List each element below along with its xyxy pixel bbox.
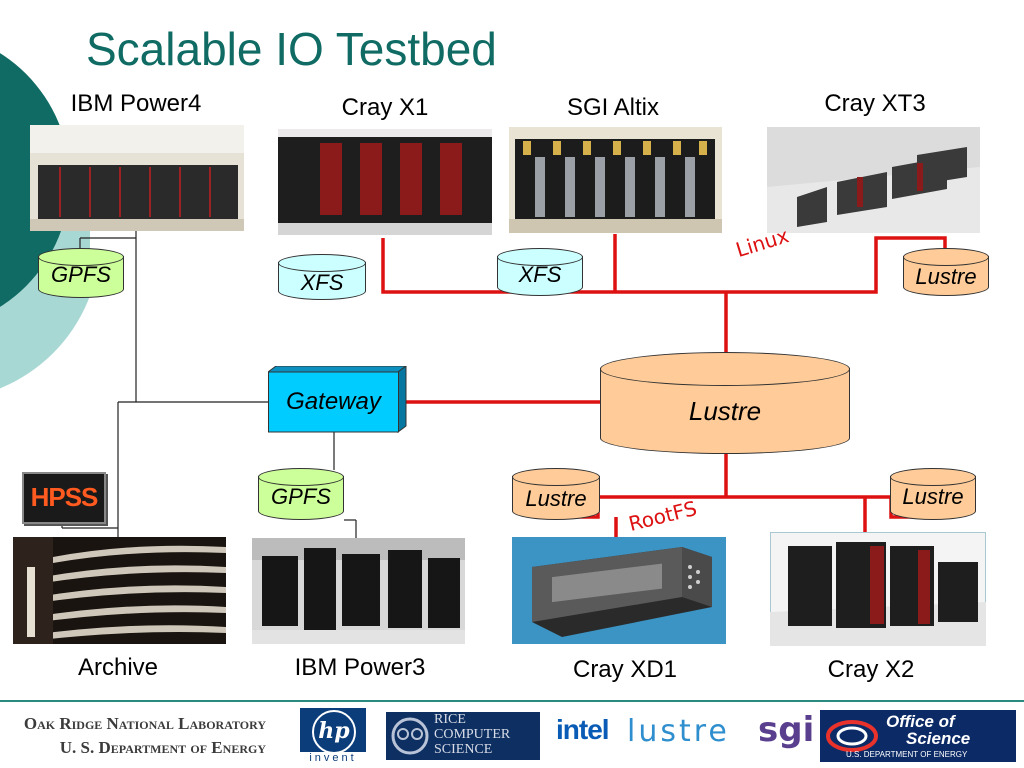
- office-of-science-logo: Office of Science U.S. DEPARTMENT OF ENE…: [820, 710, 1016, 762]
- gpfs-label: GPFS: [271, 484, 331, 509]
- lustre-logo: lustre: [627, 714, 730, 749]
- science-swirl-icon: [826, 720, 878, 752]
- label-cray-x1: Cray X1: [341, 94, 429, 121]
- label-cray-x2: Cray X2: [827, 656, 915, 683]
- oos-line3: U.S. DEPARTMENT OF ENERGY: [846, 750, 968, 759]
- gpfs-label: GPFS: [51, 262, 111, 287]
- ibm-power4-photo: [30, 125, 244, 231]
- oos-line2: Science: [906, 729, 971, 748]
- hpss-label: HPSS: [30, 482, 99, 512]
- sgi-logo: sgi: [758, 710, 815, 750]
- connection-lines: [61, 231, 947, 540]
- cray-x1-photo: [278, 129, 492, 235]
- lustre-drum-x2: Lustre: [890, 468, 976, 520]
- archive-photo: [13, 537, 226, 644]
- intel-logo: intel: [556, 714, 610, 745]
- oos-line1: Office of: [886, 712, 955, 731]
- xfs-label: XFS: [300, 270, 344, 295]
- sgi-altix-photo: [509, 127, 722, 233]
- lustre-drum-xt3: Lustre: [903, 248, 989, 296]
- label-cray-xd1: Cray XD1: [572, 656, 678, 683]
- doe-name: U. S. Department of Energy: [59, 738, 266, 757]
- xfs-drum-altix: XFS: [497, 248, 583, 296]
- label-archive: Archive: [77, 654, 159, 681]
- rice-line1: RICE: [434, 712, 466, 727]
- label-cray-xt3: Cray XT3: [824, 90, 926, 117]
- lustre-label: Lustre: [915, 264, 977, 289]
- cray-x2-photo: [770, 532, 986, 646]
- lustre-center-label: Lustre: [688, 396, 762, 426]
- gpfs-drum-gateway: GPFS: [258, 468, 344, 520]
- rice-line3: SCIENCE: [434, 742, 493, 757]
- ibm-power3-photo: [252, 538, 465, 644]
- label-ibm-power3: IBM Power3: [294, 654, 426, 681]
- gpfs-drum-power4: GPFS: [38, 248, 124, 298]
- rice-logo: RICE COMPUTER SCIENCE: [386, 712, 540, 760]
- gateway-box-shape: [268, 366, 407, 433]
- lustre-label: Lustre: [525, 486, 587, 511]
- ornl-name: Oak Ridge National Laboratory: [23, 714, 266, 733]
- label-sgi-altix: SGI Altix: [566, 94, 660, 121]
- cray-xt3-photo: [767, 127, 980, 233]
- footer-divider: [0, 700, 1024, 702]
- page-title: Scalable IO Testbed: [86, 23, 497, 75]
- cray-xd1-photo: [512, 537, 726, 644]
- lustre-label: Lustre: [902, 484, 964, 509]
- rice-line2: COMPUTER: [434, 727, 511, 742]
- xfs-drum-x1: XFS: [278, 254, 366, 300]
- xfs-label: XFS: [518, 262, 562, 287]
- gateway-label: Gateway: [286, 388, 381, 415]
- rice-owl-icon: [391, 717, 429, 755]
- label-ibm-power4: IBM Power4: [70, 90, 202, 117]
- hpss-logo: HPSS: [22, 472, 106, 524]
- lustre-drum-center: Lustre: [600, 352, 850, 454]
- lustre-drum-xd1: Lustre: [512, 468, 600, 520]
- hp-logo: hp invent: [300, 708, 366, 766]
- hp-invent-text: invent: [309, 752, 357, 764]
